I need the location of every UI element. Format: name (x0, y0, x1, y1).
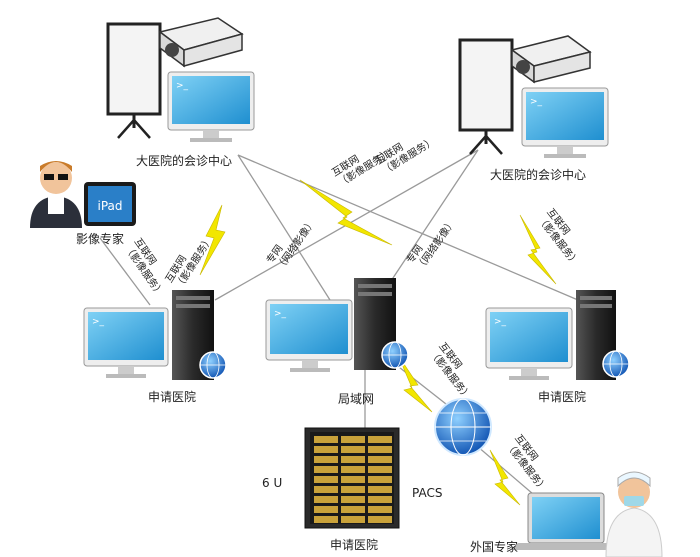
rack-drive-slot (314, 456, 338, 463)
monitor-left-center: >_ (167, 71, 255, 142)
foreign-expert-avatar (605, 471, 663, 557)
center-left-label: 大医院的会诊中心 (136, 154, 233, 168)
bolt-lan-globe (397, 354, 433, 413)
globe-icon-left (199, 351, 227, 379)
rack-drive-slot (341, 476, 365, 483)
monitor-lan: >_ (265, 299, 353, 372)
monitor-left-hospital: >_ (83, 307, 169, 378)
link-left-center-to-lan (237, 154, 331, 301)
projector-screen-left (106, 22, 162, 139)
svg-text:>_: >_ (530, 97, 543, 107)
rack-drive-slot (314, 446, 338, 453)
rack-drive-slot (314, 506, 338, 513)
link-right-center-to-lan (384, 149, 479, 291)
rack-drive-slot (368, 436, 392, 443)
globe-icon-lan (381, 341, 409, 369)
rack-drive-slot (314, 476, 338, 483)
rack-drive-slot (368, 466, 392, 473)
laptop-device (512, 492, 620, 550)
pacs-server-rack (304, 427, 400, 529)
internet-globe-icon (434, 398, 492, 456)
rack-u-label: 6 U (262, 476, 283, 490)
rack-drive-slot (314, 516, 338, 523)
ipad-device: iPad (84, 182, 136, 226)
center-right-label: 大医院的会诊中心 (490, 168, 587, 182)
bolt-right-hospital (519, 214, 557, 285)
rack-drive-slot (368, 456, 392, 463)
hospital-left-label: 申请医院 (148, 390, 197, 404)
rack-drive-slot (341, 436, 365, 443)
svg-text:>_: >_ (274, 309, 287, 319)
link-globe-to-laptop (469, 439, 541, 501)
link-left-center-to-right-hospital (237, 154, 579, 301)
projector-left (158, 17, 244, 68)
imaging-expert-avatar (30, 161, 82, 228)
foreign-expert-label: 外国专家 (470, 540, 519, 554)
rack-drive-slot (314, 436, 338, 443)
rack-drive-slot (341, 496, 365, 503)
pacs-label: PACS (412, 486, 443, 500)
rack-drive-slot (314, 486, 338, 493)
rack-drive-slot (341, 516, 365, 523)
rack-drive-slot (341, 506, 365, 513)
ipad-text: iPad (97, 199, 122, 213)
bolt-center-cross (299, 179, 393, 246)
rack-drive-slot (368, 476, 392, 483)
hospital-right-label: 申请医院 (538, 390, 587, 404)
hospital-bottom-label: 申请医院 (330, 538, 379, 552)
rack-drive-slot (368, 486, 392, 493)
rack-slots (314, 436, 392, 523)
rack-drive-slot (368, 506, 392, 513)
monitor-right-hospital: >_ (485, 307, 573, 380)
rack-drive-slot (314, 496, 338, 503)
svg-text:>_: >_ (494, 317, 507, 327)
bolt-left-hospital (199, 204, 226, 276)
rack-drive-slot (341, 466, 365, 473)
rack-drive-slot (341, 486, 365, 493)
bolt-globe-laptop (489, 449, 521, 506)
monitor-right-center: >_ (521, 87, 609, 158)
svg-text:>_: >_ (92, 317, 105, 327)
projector-screen-right (458, 38, 514, 155)
rack-drive-slot (368, 496, 392, 503)
lan-label: 局域网 (338, 392, 375, 406)
rack-drive-slot (341, 456, 365, 463)
imaging-expert-label: 影像专家 (76, 232, 125, 246)
rack-drive-slot (341, 446, 365, 453)
globe-icon-right (602, 350, 630, 378)
svg-text:>_: >_ (176, 81, 189, 91)
projector-right (510, 35, 592, 84)
link-expert-to-left-hospital (99, 237, 151, 306)
rack-drive-slot (314, 466, 338, 473)
rack-drive-slot (368, 516, 392, 523)
rack-drive-slot (368, 446, 392, 453)
internet-bolts (199, 179, 557, 506)
